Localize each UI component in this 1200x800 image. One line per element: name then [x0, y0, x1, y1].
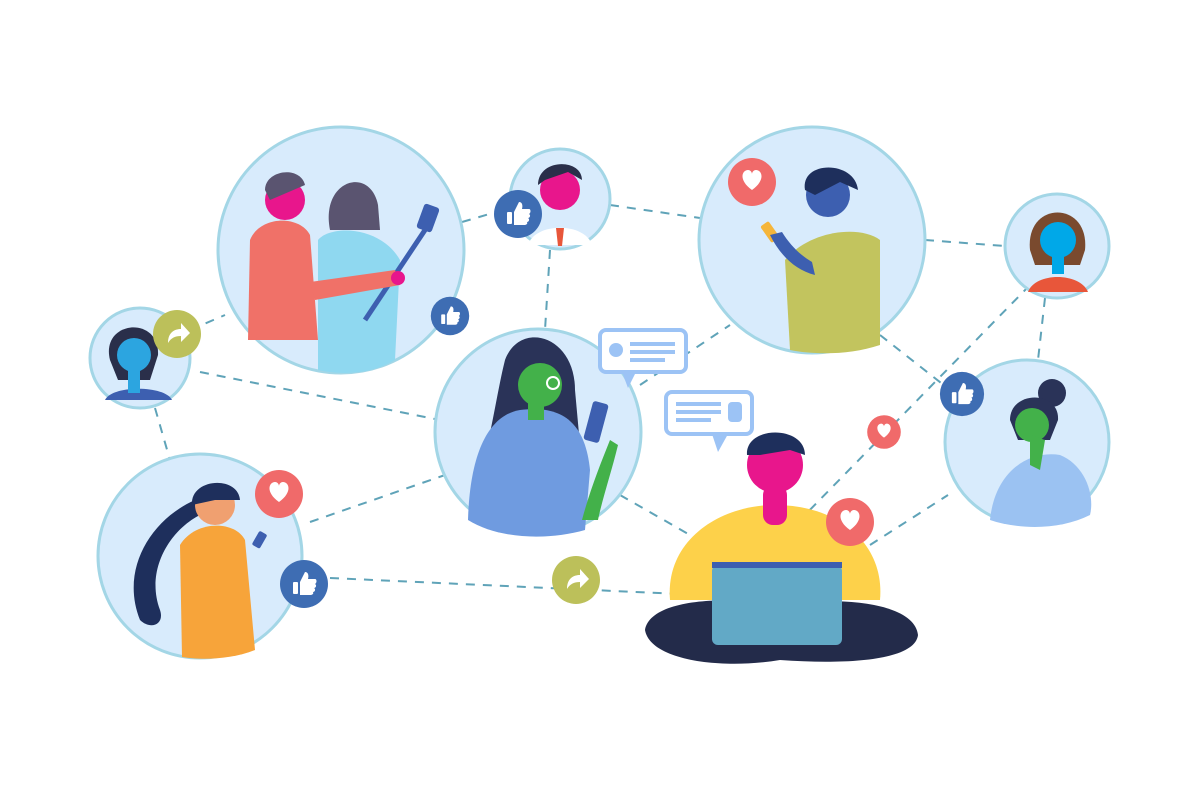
woman-orange-bubble — [96, 452, 304, 660]
heart-icon — [728, 158, 776, 206]
chat-message-icon — [598, 328, 688, 388]
woman-small-bubble — [1003, 192, 1111, 300]
heart-icon — [255, 470, 303, 518]
woman-center-bubble — [433, 327, 643, 537]
man-with-phone-bubble — [697, 125, 927, 355]
share-icon — [153, 310, 201, 358]
like-icon — [280, 560, 328, 608]
connection-lines — [154, 204, 1046, 595]
man-with-laptop — [645, 432, 918, 664]
share-icon — [552, 556, 600, 604]
couple-selfie-bubble — [216, 125, 466, 375]
like-icon — [494, 190, 542, 238]
woman-right-bubble — [943, 358, 1111, 527]
heart-icon — [867, 415, 901, 449]
chat-message-icon — [664, 390, 754, 452]
heart-icon — [826, 498, 874, 546]
like-icon — [430, 296, 470, 336]
like-icon — [939, 371, 985, 417]
